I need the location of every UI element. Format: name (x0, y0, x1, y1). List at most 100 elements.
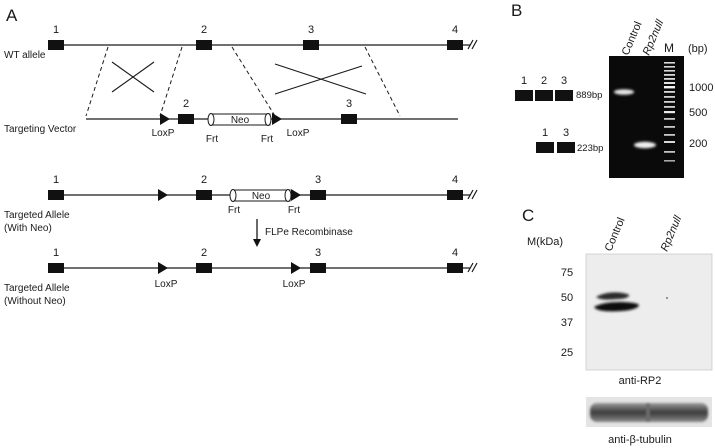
exon-3-label: 3 (563, 127, 569, 139)
band-223-label: 223bp (577, 143, 603, 154)
marker-75: 75 (561, 267, 573, 279)
exon-2-label: 2 (201, 174, 207, 186)
wt-allele: 1 2 3 4 WT allele (4, 24, 478, 61)
blot-lane-null: Rp2null (659, 214, 685, 254)
exon-1 (48, 190, 64, 200)
exon-4-label: 4 (452, 247, 458, 259)
exon-1-label: 1 (53, 24, 59, 36)
exon-3 (303, 40, 319, 50)
targeting-vector: 2 3 Neo LoxP LoxP Frt Frt Targeting Vect… (4, 98, 458, 145)
exon-3 (310, 263, 326, 273)
gel-lane-marker: M (664, 41, 674, 55)
recombination-guides (85, 46, 401, 117)
targeted-without-neo-label: Targeted Allele (4, 283, 70, 294)
loxp-label: LoxP (152, 128, 175, 139)
gel-background (609, 56, 684, 178)
exon-3 (557, 142, 575, 153)
break-mark (467, 189, 478, 200)
blot-rp2-label: anti-RP2 (619, 375, 662, 387)
targeted-allele-with-neo: 1 2 3 4 Neo Frt Frt Targeted Allele (Wit… (4, 174, 478, 234)
blot-lane-control: Control (603, 216, 628, 253)
loxp-label: LoxP (287, 128, 310, 139)
western-blot-tubulin (586, 397, 712, 427)
exon-3-label: 3 (346, 98, 352, 110)
exon-1-label: 1 (521, 75, 527, 87)
break-mark (467, 262, 478, 273)
gel-lane-null: Rp2null (641, 18, 667, 58)
frt-label: Frt (288, 205, 300, 216)
exon-4-label: 4 (452, 24, 458, 36)
exon-2 (196, 263, 212, 273)
flpe-arrow: FLPe Recombinase (253, 219, 353, 247)
frt-site (284, 189, 292, 202)
band-rp2-upper (596, 292, 630, 300)
blot-tubulin-label: anti-β-tubulin (608, 434, 672, 446)
dna-ladder (664, 62, 675, 162)
neo-label: Neo (252, 191, 271, 202)
marker-50: 50 (561, 292, 573, 304)
exon-4 (447, 190, 463, 200)
loxp-site (291, 262, 301, 274)
targeting-vector-label: Targeting Vector (4, 124, 77, 135)
band-889-label: 889bp (576, 90, 602, 101)
loxp-site (158, 262, 168, 274)
exon-2 (535, 90, 553, 101)
exon-4-label: 4 (452, 174, 458, 186)
exon-1-label: 1 (53, 174, 59, 186)
targeted-with-neo-sublabel: (With Neo) (4, 223, 52, 234)
frt-label: Frt (206, 134, 218, 145)
mkda-label: M(kDa) (527, 236, 563, 248)
panel-a-label: A (6, 6, 18, 25)
exon-1 (536, 142, 554, 153)
panel-b-label: B (511, 1, 522, 20)
exon-1-label: 1 (542, 127, 548, 139)
exon-3-label: 3 (561, 75, 567, 87)
flpe-label: FLPe Recombinase (265, 227, 353, 238)
exon-2 (196, 40, 212, 50)
exon-3 (310, 190, 326, 200)
exon-2-label: 2 (201, 247, 207, 259)
band-control-889 (614, 89, 634, 95)
loxp-site (272, 113, 282, 125)
ladder-500: 500 (689, 107, 707, 119)
ladder-1000: 1000 (689, 82, 713, 94)
frt-label: Frt (261, 134, 273, 145)
ladder-200: 200 (689, 138, 707, 150)
loxp-site (158, 189, 168, 201)
exon-1 (48, 40, 64, 50)
exon-3 (341, 114, 357, 124)
targeted-allele-without-neo: 1 2 3 4 LoxP LoxP Targeted Allele (Witho… (4, 247, 478, 307)
frt-site (229, 189, 237, 202)
exon-4 (447, 40, 463, 50)
exon-1 (515, 90, 533, 101)
loxp-site (160, 113, 170, 125)
targeted-with-neo-label: Targeted Allele (4, 210, 70, 221)
exon-2 (178, 114, 194, 124)
neo-label: Neo (231, 115, 250, 126)
frt-label: Frt (228, 205, 240, 216)
exon-2 (196, 190, 212, 200)
exon-3-label: 3 (315, 174, 321, 186)
exon-2-label: 2 (183, 98, 189, 110)
exon-3 (555, 90, 573, 101)
exon-4 (447, 263, 463, 273)
targeted-without-neo-sublabel: (Without Neo) (4, 296, 66, 307)
agarose-gel (609, 56, 684, 178)
frt-site (207, 113, 215, 126)
frt-site (264, 113, 272, 126)
exon-1 (48, 263, 64, 273)
exon-1-label: 1 (53, 247, 59, 259)
break-mark (467, 39, 478, 50)
exon-2-label: 2 (541, 75, 547, 87)
exon-2-label: 2 (201, 24, 207, 36)
pcr-product-diagram: 1 2 3 889bp 1 3 223bp (515, 75, 603, 154)
loxp-label: LoxP (155, 279, 178, 290)
marker-37: 37 (561, 317, 573, 329)
blot-membrane (585, 253, 713, 371)
western-blot-rp2 (585, 253, 713, 371)
background-speck (665, 296, 669, 300)
band-null-223 (634, 141, 656, 149)
exon-3-label: 3 (308, 24, 314, 36)
